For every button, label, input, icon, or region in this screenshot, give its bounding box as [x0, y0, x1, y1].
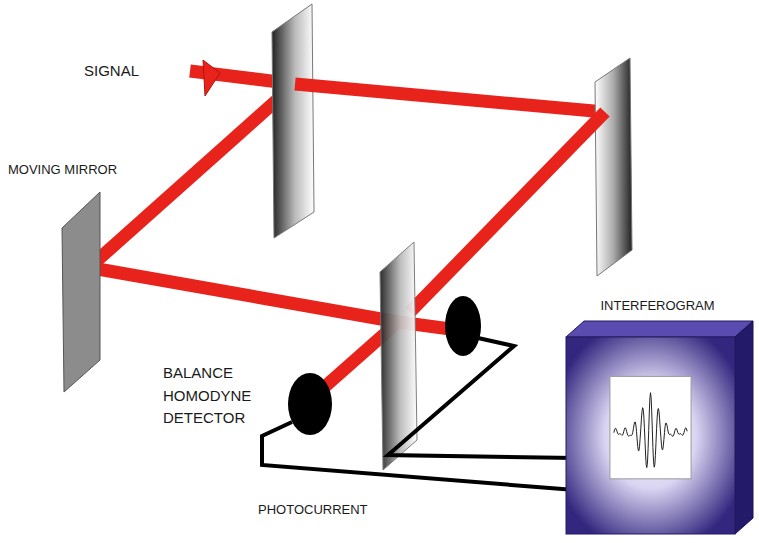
moving-mirror	[62, 192, 100, 392]
fixed-mirror	[595, 58, 632, 276]
photocurrent-wire	[262, 338, 575, 490]
part-label: MOVING MIRROR	[8, 160, 148, 180]
laser-beam	[410, 112, 605, 312]
display-box-outline	[560, 298, 755, 538]
photodetector	[445, 296, 481, 356]
signal-arrow	[203, 60, 220, 96]
photodetector	[288, 373, 332, 435]
display-box: INTERFEROGRAM	[560, 298, 755, 538]
part-label: SIGNAL	[84, 60, 184, 83]
laser-beam	[295, 84, 605, 112]
beam-splitter	[272, 4, 314, 238]
part-label: PHOTOCURRENT	[258, 500, 398, 520]
box-heading: INTERFEROGRAM	[560, 298, 755, 313]
part-label: BALANCE HOMODYNE DETECTOR	[163, 362, 273, 430]
